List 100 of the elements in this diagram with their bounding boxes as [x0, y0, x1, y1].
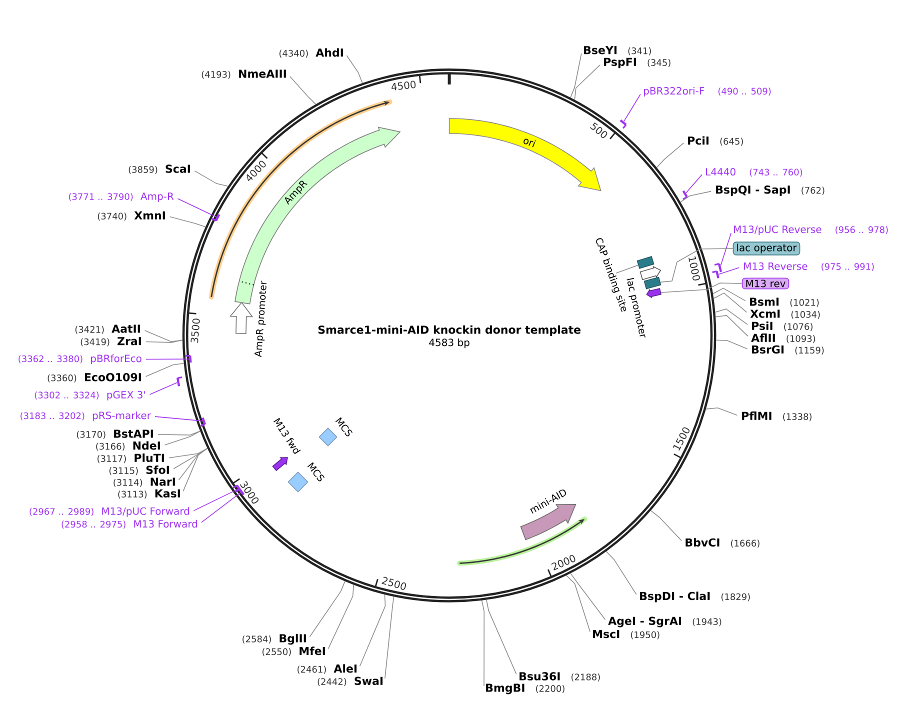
primer-mark — [212, 214, 220, 222]
primer-site-label: (3302 .. 3324) pGEX 3' — [34, 390, 145, 400]
leader-line — [194, 170, 228, 187]
primer-mark — [712, 270, 720, 278]
leader-line — [624, 94, 641, 122]
restriction-site-label: BspQI - SapI (762) — [716, 185, 824, 196]
leader-line — [566, 575, 590, 632]
restriction-site-label: PsiI (1076) — [752, 322, 812, 332]
primer-site-label: (2958 .. 2975) M13 Forward — [62, 520, 198, 529]
leader-line — [201, 492, 241, 523]
restriction-site-label: (3170) BstAPI — [76, 430, 153, 439]
leader-line — [158, 430, 200, 436]
map-title: Smarce1-mini-AID knockin donor template — [318, 325, 580, 336]
restriction-site-label: (3115) SfoI — [109, 466, 169, 476]
restriction-site-label: BsrGI (1159) — [752, 345, 824, 355]
primer-mark — [200, 417, 206, 427]
restriction-site-label: PciI (645) — [688, 136, 743, 146]
restriction-site-label: Bsu36I (2188) — [520, 672, 600, 682]
restriction-site-label: BbvCI (1666) — [686, 538, 760, 548]
scale-label: 1500 — [673, 427, 690, 451]
leader-line — [686, 174, 702, 194]
leader-line — [718, 267, 740, 275]
leader-line — [359, 594, 386, 667]
leader-line — [144, 330, 183, 342]
primer-mark — [714, 262, 722, 272]
restriction-site-label: (2584) BglII — [242, 634, 306, 645]
leader-line — [170, 216, 206, 228]
feature-tag: M13 rev — [742, 278, 790, 290]
leader-line — [177, 198, 217, 218]
scale-label: 2500 — [382, 576, 406, 590]
primer-site-label: M13 Reverse (975 .. 991) — [744, 262, 874, 271]
leader-line — [660, 282, 742, 293]
leader-line — [309, 580, 346, 638]
restriction-site-label: BsmI (1021) — [750, 298, 819, 307]
leader-line — [606, 551, 637, 595]
leader-line — [481, 600, 484, 686]
primer-symbol — [646, 288, 662, 298]
leader-line — [680, 190, 712, 202]
feature-box — [644, 276, 662, 290]
primer-site-label: L4440 (743 .. 760) — [706, 168, 802, 177]
scale-label: 1000 — [688, 256, 700, 280]
restriction-site-label: (2550) MfeI — [262, 646, 325, 656]
restriction-site-label: (3360) EcoO109I — [48, 373, 141, 382]
feature-tag: lac operator — [732, 242, 800, 256]
primer-mark — [186, 354, 192, 363]
leader-line — [346, 55, 363, 84]
restriction-site-label: MscI (1950) — [593, 630, 660, 640]
leader-line — [656, 142, 684, 168]
leader-line — [328, 584, 354, 650]
leader-line — [164, 430, 200, 446]
feature-box — [636, 256, 654, 269]
primer-mark — [176, 376, 182, 386]
restriction-site-label: XcmI (1034) — [750, 310, 820, 319]
scale-label: 3500 — [190, 318, 200, 343]
restriction-site-label: (2442) SwaI — [318, 676, 383, 686]
restriction-site-label: (4340) AhdI — [279, 48, 343, 58]
restriction-site-label: PflMI (1338) — [742, 412, 812, 422]
leader-line — [616, 264, 639, 274]
restriction-site-label: (3859) ScaI — [128, 164, 190, 174]
leader-line — [146, 340, 183, 343]
leader-line — [486, 599, 517, 674]
leader-line — [182, 448, 208, 492]
primer-mark — [682, 190, 688, 200]
leader-line — [715, 315, 748, 337]
restriction-site-label: (3740) XmnI — [98, 211, 165, 221]
leader-line — [650, 510, 682, 542]
leader-line — [149, 382, 178, 395]
restriction-site-label: AgeI - SgrAI (1943) — [608, 616, 722, 628]
sequence-length: 4583 bp — [429, 338, 470, 348]
primer-site-label: pBR322ori-F (490 .. 509) — [644, 86, 771, 97]
leader-line — [574, 64, 600, 100]
leader-line — [146, 358, 190, 360]
restriction-site-label: (3113) KasI — [118, 489, 180, 499]
restriction-site-label: (3421) AatII — [75, 324, 140, 334]
leader-line — [712, 288, 746, 302]
leader-line — [714, 308, 748, 325]
leader-line — [193, 488, 238, 512]
leader-line — [384, 596, 394, 679]
primer-site-label: (3362 .. 3380) pBRforEco — [18, 354, 142, 364]
scale-label: 2000 — [551, 554, 576, 570]
leader-line — [570, 53, 582, 98]
leader-line — [290, 76, 316, 105]
restriction-site-label: (3166) NdeI — [96, 441, 160, 451]
leader-line — [713, 292, 748, 313]
primer-site-label: (3771 .. 3790) Amp-R — [69, 192, 174, 202]
restriction-site-label: BseYI (341) — [584, 46, 651, 56]
restriction-site-label: AflII (1093) — [751, 334, 816, 344]
leader-line — [570, 572, 606, 620]
leader-line — [168, 448, 208, 458]
leader-line — [154, 416, 203, 422]
restriction-site-label: (4193) NmeAIII — [202, 70, 286, 79]
leader-line — [716, 340, 748, 350]
leader-line — [660, 248, 734, 283]
restriction-site-label: BspDI - ClaI (1829) — [640, 592, 750, 602]
primer-site-label: M13/pUC Reverse (956 .. 978) — [734, 226, 888, 236]
restriction-site-label: (3419) ZraI — [80, 337, 141, 346]
restriction-site-label: BmgBI (2200) — [486, 684, 564, 694]
primer-mark — [620, 119, 627, 129]
leader-line — [706, 408, 738, 416]
leader-line — [173, 448, 208, 470]
